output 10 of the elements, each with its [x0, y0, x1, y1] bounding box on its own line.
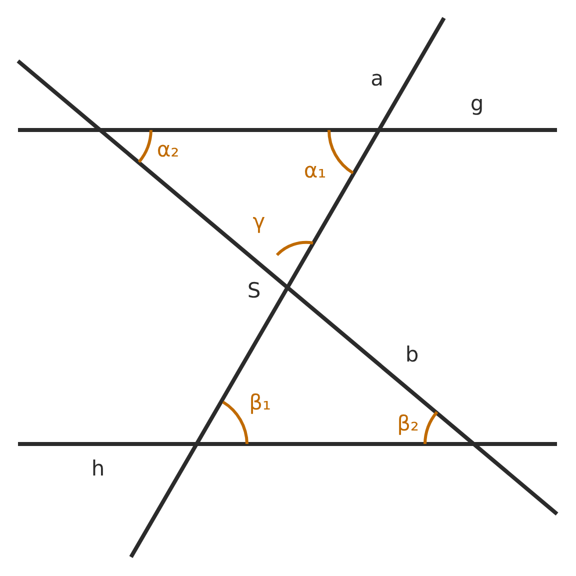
angle-label: α₁: [304, 160, 326, 182]
line-label: h: [91, 458, 105, 480]
angle-label: β₁: [249, 392, 271, 414]
line-label: a: [370, 68, 384, 90]
line-label: g: [470, 94, 484, 114]
angle-label: β₂: [397, 414, 419, 434]
line-label: b: [405, 344, 419, 366]
angle-label: γ: [252, 212, 266, 232]
angle-label: α₂: [156, 140, 180, 160]
point-label: S: [247, 280, 261, 302]
